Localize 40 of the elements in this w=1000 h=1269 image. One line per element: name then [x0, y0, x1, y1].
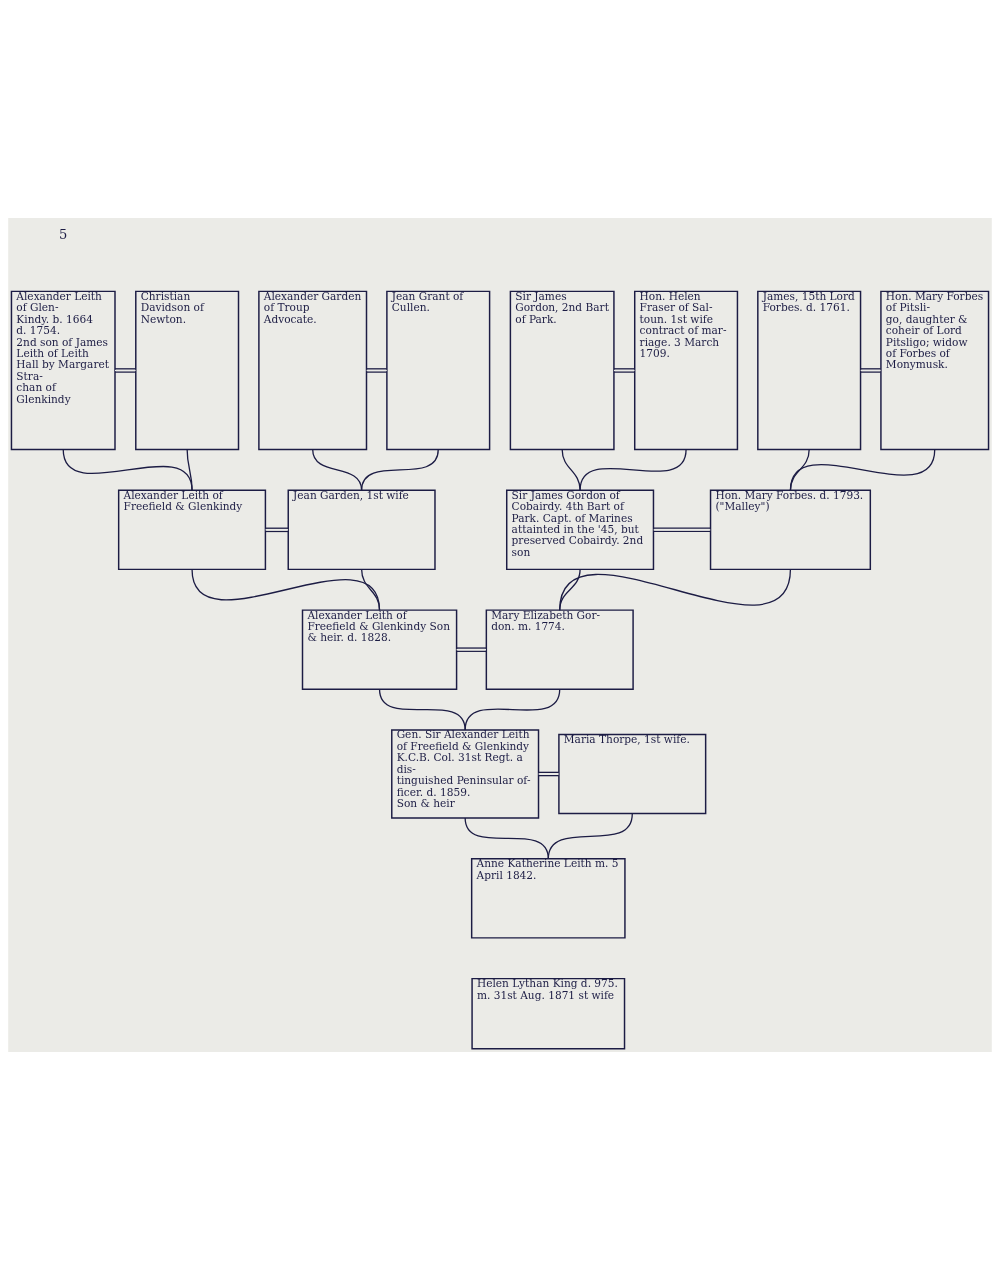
- connector: [191, 568, 381, 611]
- node-box: Alexander Leith of Freefield & Glenkindy Son & heir. d. 1828.: [301, 608, 458, 690]
- connector: [366, 367, 388, 373]
- connector: [789, 448, 936, 491]
- connector: [559, 568, 792, 611]
- node-box: Maria Thorpe, 1st wife.: [558, 733, 707, 814]
- node-box: Hon. Mary Forbes. d. 1793. ("Malley"): [709, 489, 872, 570]
- node-box: Alexander Leith of Glen- Kindy. b. 1664 d. 1754. 2nd son of James Leith of Leith Hall by Margaret Stra- chan of Glenkindy: [10, 290, 116, 450]
- node-box: Hon. Mary Forbes of Pitsli- go, daughter & coheir of Lord Pitsligo; widow of Forbes of Monymusk.: [880, 290, 990, 450]
- connector: [464, 816, 549, 859]
- node-box: Alexander Leith of Freefield & Glenkindy: [117, 489, 267, 570]
- node-box: Jean Grant of Cullen.: [386, 290, 491, 450]
- connector: [561, 448, 581, 491]
- node-box: Sir James Gordon of Cobairdy. 4th Bart of Park. Capt. of Marines attainted in the '45, but preserved Cobairdy. 2nd son: [506, 489, 655, 570]
- node-box: Sir James Gordon, 2nd Bart of Park.: [509, 290, 615, 450]
- node-box: Hon. Helen Fraser of Sal- toun. 1st wife contract of mar- riage. 3 March 1709.: [634, 290, 739, 450]
- node-box: Alexander Garden of Troup Advocate.: [258, 290, 368, 450]
- connector: [464, 688, 561, 731]
- connector: [860, 367, 882, 373]
- connector: [378, 688, 466, 731]
- connector: [455, 646, 487, 652]
- connector: [114, 367, 137, 373]
- connector: [579, 448, 687, 491]
- node-box: Mary Elizabeth Gor- don. m. 1774.: [485, 608, 634, 690]
- connector: [186, 448, 193, 491]
- node-box: Anne Katherine Leith m. 5 April 1842.: [470, 857, 626, 939]
- label: 5: [59, 226, 68, 242]
- connector: [613, 367, 636, 373]
- node-box: Jean Garden, 1st wife: [287, 489, 436, 570]
- connector: [62, 448, 193, 491]
- node-box: James, 15th Lord Forbes. d. 1761.: [757, 290, 862, 450]
- node-box: Christian Davidson of Newton.: [135, 290, 240, 450]
- connector: [653, 527, 711, 532]
- connector: [537, 771, 560, 776]
- connector: [547, 812, 633, 859]
- node-box: Helen Lythan King d. 975. m. 31st Aug. 1871 st wife: [471, 977, 626, 1049]
- connector: [360, 448, 439, 491]
- connector: [264, 527, 289, 532]
- connector: [360, 568, 381, 611]
- node-box: Gen. Sir Alexander Leith of Freefield & Glenkindy K.C.B. Col. 31st Regt. a dis- tinguished Peninsular of- ficer. d. 1859. Son & heir: [391, 728, 540, 819]
